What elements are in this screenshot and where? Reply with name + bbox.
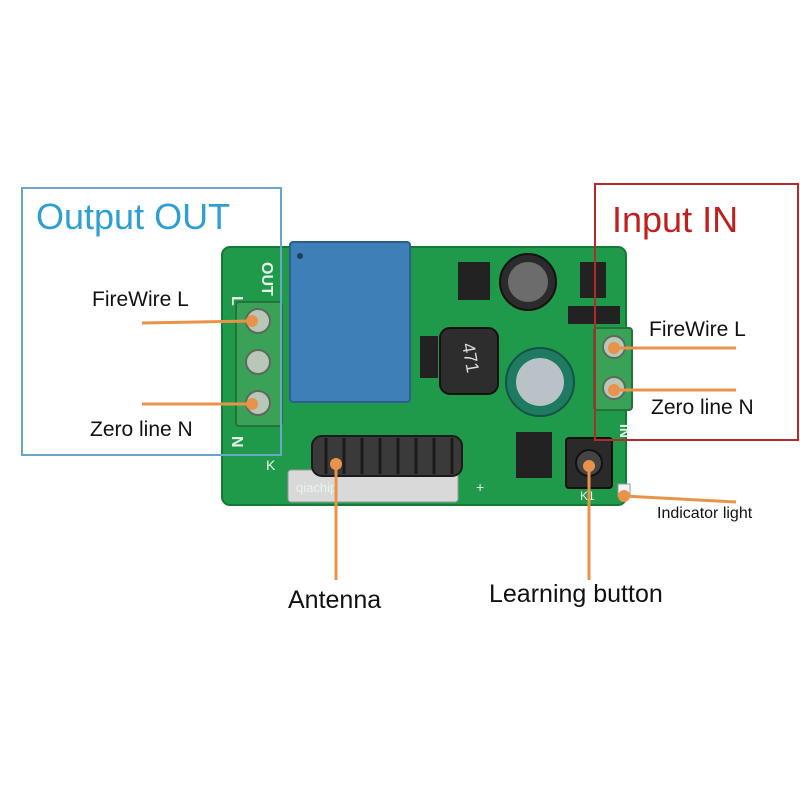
antenna-label: Antenna [288, 586, 382, 614]
pcb-k-label: K [266, 457, 276, 473]
learning-button-label: Learning button [489, 580, 663, 608]
capacitor-green-cap [516, 358, 564, 406]
input-title: Input IN [612, 199, 739, 240]
ic-bottom [516, 432, 552, 478]
leader-dot-output-l [246, 315, 258, 327]
pcb-in-label: IN [617, 424, 633, 438]
ic-top [458, 262, 490, 300]
pcb-l-label-left: L [228, 296, 245, 306]
leader-dot-antenna [330, 458, 342, 470]
output-title: Output OUT [36, 196, 231, 237]
capacitor-top-cap [508, 262, 548, 302]
leader-output-l [141, 319, 253, 325]
indicator-light-label: Indicator light [657, 505, 753, 522]
pcb-out-label: OUT [258, 262, 275, 296]
pcb-chip-brand: qiachip [296, 480, 337, 495]
leader-dot-input-l [608, 342, 620, 354]
relay [289, 241, 411, 403]
pcb-n-label-left: N [228, 436, 245, 448]
input-firewire-l-label: FireWire L [649, 318, 746, 341]
leader-dot-output-n [246, 398, 258, 410]
leader-indicator [623, 494, 737, 504]
antenna-coil [311, 435, 463, 477]
relay-dot [297, 253, 303, 259]
leader-lines [141, 319, 737, 580]
ic-right-top [580, 262, 606, 298]
leader-dots [246, 315, 630, 502]
leader-dot-indicator [618, 490, 630, 502]
ic-left [420, 336, 438, 378]
pcb-plus-label: + [476, 479, 484, 495]
inductor [439, 327, 499, 395]
output-terminal-screw-mid [245, 349, 271, 375]
output-box [21, 187, 282, 456]
output-zero-line-n-label: Zero line N [90, 418, 193, 441]
leader-dot-input-n [608, 384, 620, 396]
leader-dot-learning-button [583, 460, 595, 472]
input-box [594, 183, 799, 441]
output-firewire-l-label: FireWire L [92, 288, 189, 311]
input-zero-line-n-label: Zero line N [651, 396, 754, 419]
